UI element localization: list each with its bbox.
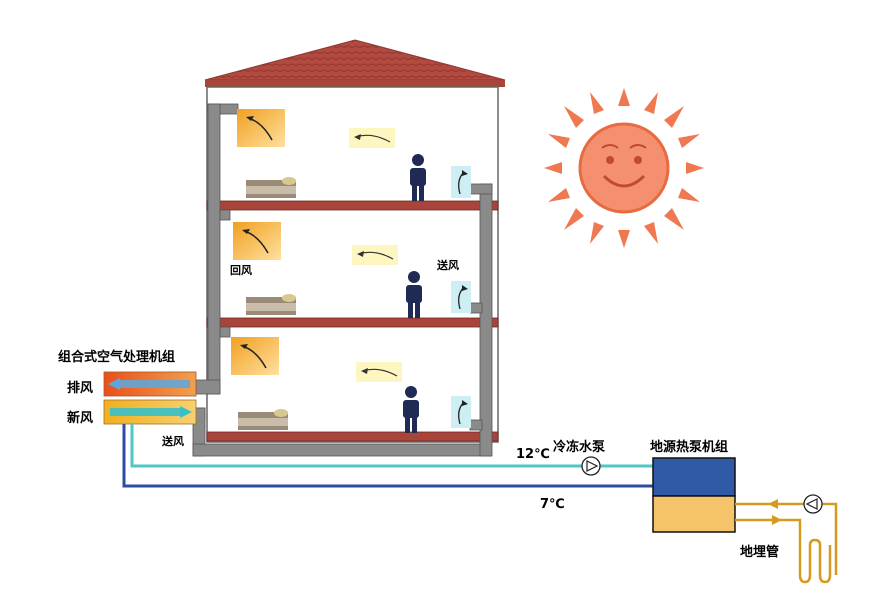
return-air-duct (195, 103, 239, 395)
pump-label: 冷冻水泵 (553, 440, 606, 455)
heat-pump-label: 地源热泵机组 (650, 440, 729, 455)
supply-diffuser-floor1 (451, 396, 471, 428)
ahu-label: 组合式空气处理机组 (58, 350, 176, 365)
bed-floor1-icon (238, 409, 288, 430)
return-grille-floor2 (233, 222, 281, 260)
ground-loop-pump-icon (803, 494, 823, 514)
supply-air-label: 送风 (437, 259, 459, 272)
air-handling-unit (103, 371, 197, 425)
ground-loop-arrow-bottom (772, 515, 782, 525)
supply-diffuser-floor2 (451, 281, 471, 313)
person-floor3-icon (410, 154, 426, 201)
supply-air-bottom-label: 送风 (162, 435, 184, 448)
chilled-water-pump-icon (581, 456, 601, 476)
floor-slabs (206, 200, 499, 442)
return-water-pipe (122, 424, 653, 488)
ground-loop-piping (735, 502, 838, 584)
return-grille-floor1 (231, 337, 279, 375)
bed-floor3-icon (246, 177, 296, 198)
sun-icon (544, 88, 704, 248)
person-floor1-icon (403, 386, 419, 433)
room-airflow-floor2 (352, 245, 398, 265)
supply-water-pipe (130, 424, 653, 468)
return-temp-label: 7℃ (540, 497, 565, 512)
return-grille-floor3 (237, 109, 285, 147)
ground-source-heat-pump-unit (652, 457, 736, 533)
bed-floor2-icon (246, 294, 296, 315)
supply-temp-label: 12℃ (516, 447, 550, 462)
exhaust-label: 排风 (67, 381, 94, 396)
fresh-air-label: 新风 (67, 411, 94, 426)
roof (204, 39, 506, 87)
return-air-label: 回风 (230, 264, 252, 277)
ground-loop-arrow-top (768, 499, 778, 509)
ground-pipe-label: 地埋管 (740, 545, 780, 560)
supply-diffuser-floor3 (451, 166, 471, 198)
room-airflow-floor1 (356, 362, 402, 382)
room-airflow-floor3 (349, 128, 395, 148)
person-floor2-icon (406, 271, 422, 318)
